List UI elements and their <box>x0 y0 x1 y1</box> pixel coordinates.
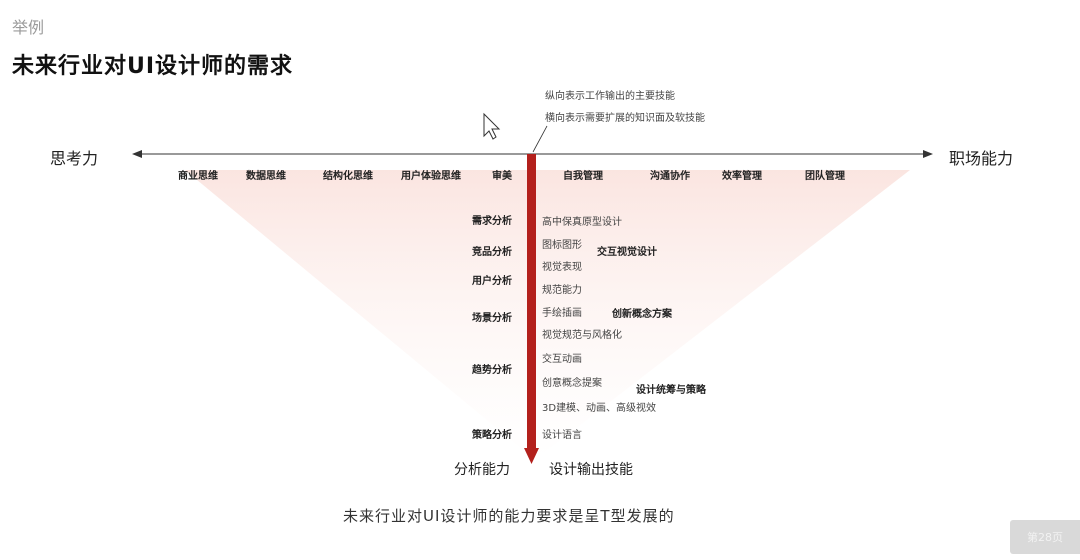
horizontal-item-aesthetics: 审美 <box>492 171 512 182</box>
note-leader-line <box>532 125 548 153</box>
left-item-trend: 趋势分析 <box>472 365 512 376</box>
fan-shape <box>185 170 910 460</box>
horizontal-item-data: 数据思维 <box>246 171 286 182</box>
group-interaction-visual: 交互视觉设计 <box>597 247 657 258</box>
horizontal-item-ux: 用户体验思维 <box>401 171 461 182</box>
horizontal-item-business: 商业思维 <box>178 171 218 182</box>
right-item-proposal: 创意概念提案 <box>542 378 602 389</box>
right-item-3d: 3D建模、动画、高级视效 <box>542 403 657 414</box>
horizontal-item-efficiency: 效率管理 <box>722 171 762 182</box>
axis-arrow-left <box>132 150 142 158</box>
vertical-stem <box>527 154 536 450</box>
diagram-caption: 未来行业对UI设计师的能力要求是呈T型发展的 <box>343 507 675 525</box>
left-item-user: 用户分析 <box>472 276 512 287</box>
horizontal-item-self-management: 自我管理 <box>563 171 603 182</box>
left-item-strategy: 策略分析 <box>472 430 512 441</box>
group-creative-concept: 创新概念方案 <box>612 309 672 320</box>
page-title: 未来行业对UI设计师的需求 <box>12 54 294 79</box>
right-item-visual: 视觉表现 <box>542 262 582 273</box>
stem-arrow-head <box>524 448 539 464</box>
axis-arrow-right <box>923 150 933 158</box>
left-item-requirement: 需求分析 <box>472 216 512 227</box>
right-item-motion: 交互动画 <box>542 354 582 365</box>
axis-label-right: 职场能力 <box>949 149 1014 168</box>
note-vertical: 纵向表示工作输出的主要技能 <box>545 91 675 102</box>
right-item-prototype: 高中保真原型设计 <box>542 217 622 228</box>
horizontal-item-communication: 沟通协作 <box>650 171 690 182</box>
page-number-badge[interactable]: 第28页 <box>1010 520 1080 554</box>
right-item-standards: 规范能力 <box>542 285 582 296</box>
right-item-icons: 图标图形 <box>542 240 582 251</box>
left-item-competitor: 竞品分析 <box>472 247 512 258</box>
right-item-design-language: 设计语言 <box>542 430 582 441</box>
right-item-style: 视觉规范与风格化 <box>542 330 622 341</box>
bottom-label-analysis: 分析能力 <box>454 462 510 478</box>
axis-label-left: 思考力 <box>50 149 99 168</box>
note-horizontal: 横向表示需要扩展的知识面及软技能 <box>545 113 705 124</box>
horizontal-item-structured: 结构化思维 <box>323 171 373 182</box>
bottom-label-design-output: 设计输出技能 <box>549 462 633 478</box>
right-item-illustration: 手绘插画 <box>542 308 582 319</box>
group-design-strategy: 设计统筹与策略 <box>636 385 706 396</box>
horizontal-item-team: 团队管理 <box>805 171 845 182</box>
left-item-scenario: 场景分析 <box>472 313 512 324</box>
cursor-icon <box>483 112 501 140</box>
slide-tag: 举例 <box>12 18 45 37</box>
